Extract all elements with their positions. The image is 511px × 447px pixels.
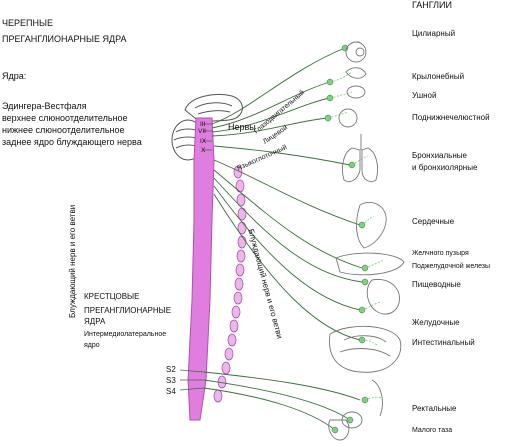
heart-organ [356, 202, 387, 249]
cranial-title-line1: ЧЕРЕПНЫЕ [2, 18, 53, 28]
postganglionic-fibres [327, 41, 385, 401]
vagus-label-left: Блуждающий нерв и его ветви [68, 204, 77, 318]
stomach-organ [366, 278, 400, 315]
cranial-nerve-ix: IX [200, 138, 207, 145]
organs [328, 41, 405, 441]
ganglion-intestinal: Интестинальный [412, 338, 475, 347]
ganglion-pelvic: Малого таза [412, 427, 453, 434]
ganglion-bronchiolar: и бронхиолярные [412, 163, 478, 172]
ganglion-gastric: Желудочные [412, 318, 460, 327]
nasal-organ [345, 67, 367, 79]
nucleus-inferior-salivatory: нижнее слюноотделительное [2, 125, 125, 135]
submandibular-organ [338, 108, 358, 128]
sacral-title-line2: ПРЕГАНГЛИОНАРНЫЕ [84, 306, 172, 315]
rectum-organ [371, 379, 383, 417]
parotid-organ [346, 85, 366, 99]
ganglion-ciliary: Цилиарный [412, 29, 456, 38]
cranial-title-line2: ПРЕГАНГЛИОНАРНЫЕ ЯДРА [2, 34, 127, 44]
ganglion-bronchial: Бронхиальные [412, 151, 467, 160]
nuclei-heading: Ядра: [2, 71, 27, 81]
intestine-organ [329, 325, 402, 373]
cranial-nerve-vii: VII [198, 128, 206, 135]
nerves-label: Нервы [228, 122, 256, 132]
ganglion-pterygopalatine: Крылонебный [412, 72, 465, 81]
sacral-ticks [179, 369, 205, 391]
nucleus-superior-salivatory: верхнее слюноотделительное [2, 113, 128, 123]
ganglion-otic: Ушной [412, 91, 437, 100]
sacral-title-line1: КРЕСТЦОВЫЕ [84, 292, 140, 301]
ganglion-esophageal: Пищеводные [412, 280, 461, 289]
ganglion-submandibular: Поднижнечелюстной [412, 113, 490, 122]
ganglion-gallbladder: Желчного пузыря [412, 250, 469, 257]
sacral-segment-s3: S3 [166, 376, 176, 385]
pelvic-organ [328, 419, 350, 441]
sacral-segment-s2: S2 [166, 365, 176, 374]
ganglia-dots [324, 44, 369, 434]
sacral-sub-line1: Интермедиолатеральное [84, 331, 167, 338]
sacral-sub-line2: ядро [84, 342, 100, 349]
cranial-nerve-ticks [203, 123, 212, 151]
nucleus-edinger-westphal: Эдингера-Вестфаля [2, 101, 87, 111]
ganglia-title: ГАНГЛИИ [412, 0, 452, 10]
ganglion-rectal: Ректальные [412, 404, 457, 413]
ganglion-cardiac: Сердечные [412, 217, 455, 226]
sacral-segment-s4: S4 [166, 387, 176, 396]
lungs-organ [341, 147, 361, 182]
ganglion-pancreas: Поджелудочной железы [412, 263, 491, 270]
cranial-nerve-x: X [201, 147, 206, 154]
liver-organ [335, 252, 405, 276]
spinal-cord-pathway [187, 117, 215, 421]
eye-organ [345, 41, 367, 63]
cranial-nerve-fibres [203, 47, 363, 431]
cranial-nerve-iii: III [200, 121, 206, 128]
nucleus-dorsal-vagal: заднее ядро блуждающего нерва [2, 137, 142, 147]
sacral-title-line3: ЯДРА [84, 317, 106, 326]
